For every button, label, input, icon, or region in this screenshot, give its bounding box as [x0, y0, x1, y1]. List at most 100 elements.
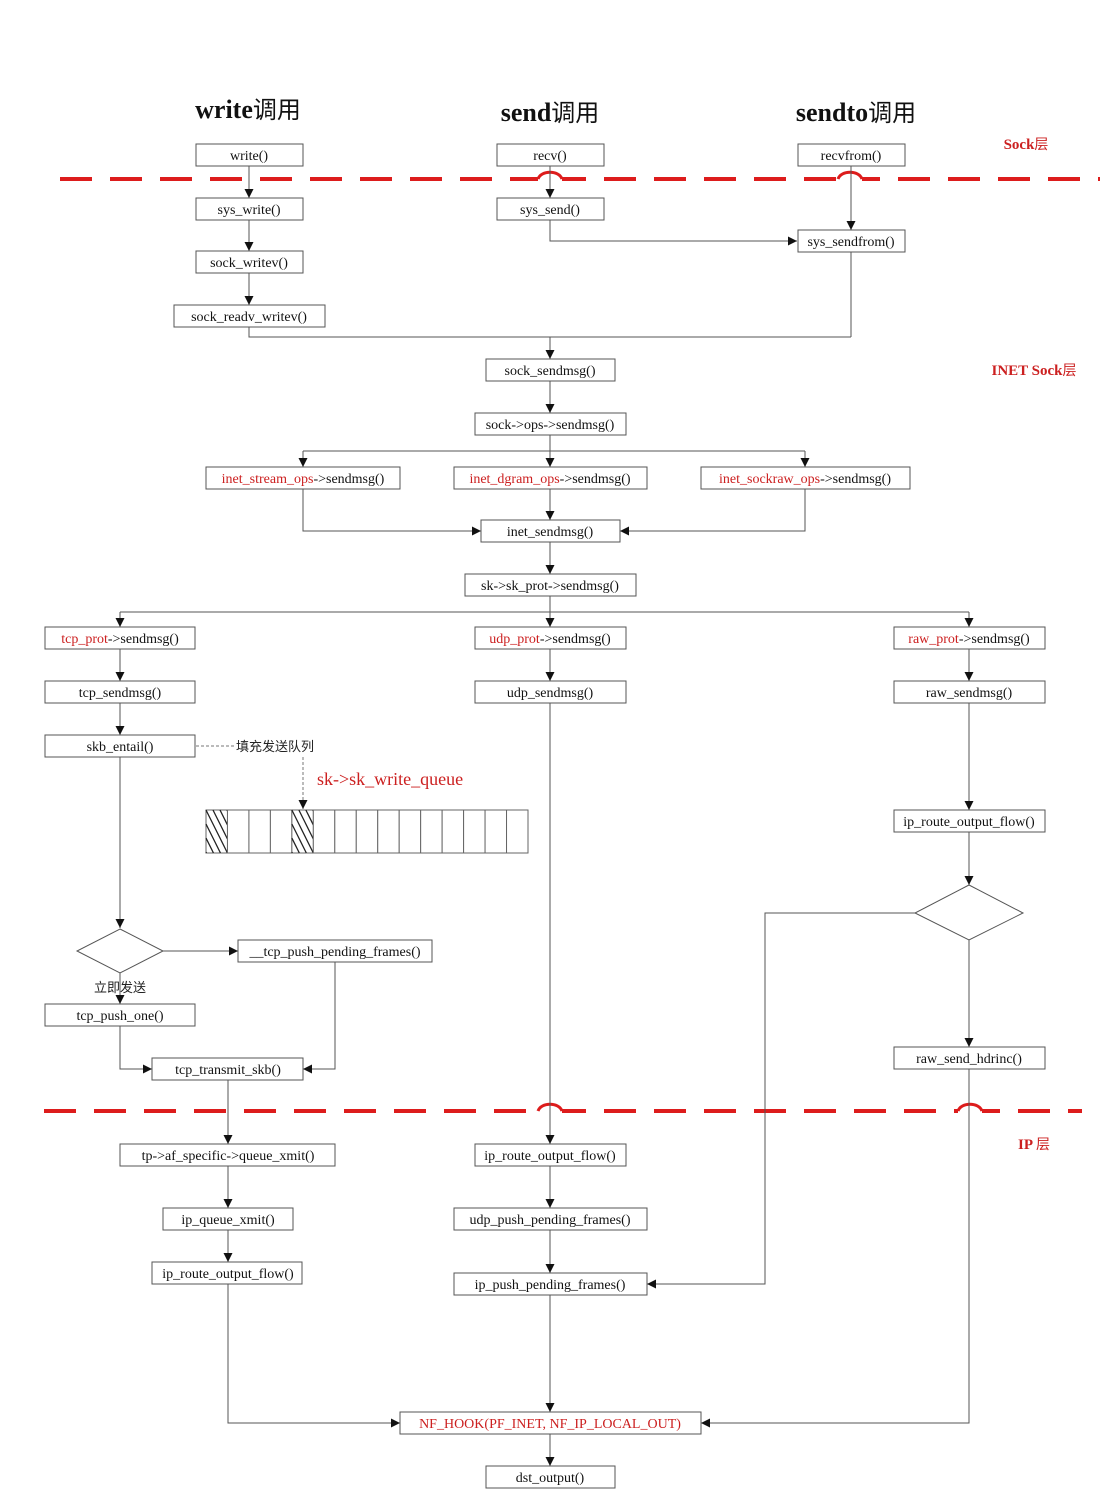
queue-cell [420, 809, 443, 854]
node-sock-ops-sendmsg-label: sock->ops->sendmsg() [486, 418, 615, 433]
node-tcp-sendmsg [44, 680, 196, 704]
queue-cell-hatch [291, 809, 314, 854]
node-sock-writev-label: sock_writev() [210, 256, 288, 271]
node-tcp-push-one-label: tcp_push_one() [76, 1009, 163, 1024]
node-udp-prot-sendmsg-label: udp_prot->sendmsg() [489, 632, 611, 647]
node-inet-dgram-ops-sendmsg-label: inet_dgram_ops->sendmsg() [469, 472, 630, 487]
layer-label-ip: IP 层 [1018, 1137, 1050, 1153]
node-ip-route-output-flow-udp [474, 1143, 627, 1167]
node-udp-push-pending-frames [453, 1207, 648, 1231]
node-sk-prot-sendmsg [464, 573, 637, 597]
node-ip-queue-xmit [162, 1207, 294, 1231]
node-skb-entail-label: skb_entail() [87, 740, 154, 755]
node-raw-send-hdrinc-label: raw_send_hdrinc() [916, 1052, 1022, 1067]
queue-cell [334, 809, 357, 854]
node-inet-stream-ops-sendmsg-label: inet_stream_ops->sendmsg() [222, 472, 385, 487]
node-sys-send-label: sys_send() [520, 203, 580, 218]
node-sock-readv-writev [173, 304, 326, 328]
node-raw-sendmsg [893, 680, 1046, 704]
node-af-specific-queue-xmit-label: tp->af_specific->queue_xmit() [142, 1149, 315, 1164]
node-recv-label: recv() [533, 149, 567, 164]
decision-diamond-tcp [75, 928, 165, 974]
node-tcp-push-one [44, 1003, 196, 1027]
queue-cell-hatch [305, 809, 314, 826]
node-write-label: write() [230, 149, 268, 164]
queue-cell-hatch [219, 809, 229, 826]
node-udp-push-pending-frames-label: udp_push_pending_frames() [470, 1213, 631, 1228]
node-inet-sendmsg-label: inet_sendmsg() [507, 525, 594, 540]
queue-cell-hatch [291, 837, 300, 854]
queue-cell [398, 809, 422, 854]
node-ip-route-output-flow-tcp-label: ip_route_output_flow() [162, 1267, 294, 1282]
node-sys-sendfrom [797, 229, 906, 253]
node-recvfrom-label: recvfrom() [821, 149, 882, 164]
queue-cell-hatch [205, 823, 222, 854]
node-nf-hook-local-out [399, 1411, 702, 1435]
header-write-call: write调用 [195, 95, 301, 124]
queue-cell-hatch [298, 809, 314, 840]
queue-cell [441, 809, 465, 854]
queue-cell [269, 809, 293, 854]
queue-cell-hatch [205, 809, 229, 854]
node-inet-sockraw-ops-sendmsg-label: inet_sockraw_ops->sendmsg() [719, 472, 891, 487]
node-inet-stream-ops-sendmsg [205, 466, 401, 490]
node-ip-route-output-flow-raw [893, 809, 1046, 833]
node-udp-prot-sendmsg [474, 626, 627, 650]
node-sys-send [496, 197, 605, 221]
node-tcp-sendmsg-label: tcp_sendmsg() [79, 686, 162, 701]
node-ip-queue-xmit-label: ip_queue_xmit() [181, 1213, 275, 1228]
node-raw-send-hdrinc [893, 1046, 1046, 1070]
node-recvfrom [797, 143, 906, 167]
node-raw-sendmsg-label: raw_sendmsg() [926, 686, 1013, 701]
node-sys-write [195, 197, 304, 221]
node-recv [496, 143, 605, 167]
node-sock-ops-sendmsg [474, 412, 627, 436]
note-send-immediately: 立即发送 [94, 980, 146, 996]
layer-boundary-ip [44, 1102, 1082, 1113]
node-dst-output [485, 1465, 616, 1489]
queue-cell-hatch [291, 823, 307, 854]
queue-cell [248, 809, 271, 854]
node-ip-route-output-flow-raw-label: ip_route_output_flow() [903, 815, 1035, 830]
node-tcp-transmit-skb [151, 1057, 304, 1081]
node-write [195, 143, 304, 167]
node-ip-push-pending-frames [453, 1272, 648, 1296]
node-tcp-prot-sendmsg [44, 626, 196, 650]
node-ip-route-output-flow-udp-label: ip_route_output_flow() [484, 1149, 616, 1164]
queue-cell [226, 809, 250, 854]
node-sock-sendmsg-label: sock_sendmsg() [505, 364, 596, 379]
queue-cell [355, 809, 379, 854]
node-sys-write-label: sys_write() [218, 203, 281, 218]
node-skb-entail [44, 734, 196, 758]
node-inet-dgram-ops-sendmsg [453, 466, 648, 490]
header-send-call: send调用 [501, 98, 600, 127]
node-ip-route-output-flow-tcp [151, 1261, 303, 1285]
node-raw-prot-sendmsg-label: raw_prot->sendmsg() [908, 632, 1030, 647]
node-sock-writev [195, 250, 304, 274]
node-sock-sendmsg [485, 358, 616, 382]
node-sock-readv-writev-label: sock_readv_writev() [191, 310, 307, 325]
queue-cell [484, 809, 508, 854]
flow-connectors [115, 166, 974, 1466]
queue-cell [377, 809, 400, 854]
label-sk-write-queue: sk->sk_write_queue [317, 769, 463, 789]
layer-boundary-sock [60, 170, 1100, 181]
node-af-specific-queue-xmit [119, 1143, 336, 1167]
queue-cell [312, 809, 336, 854]
queue-cell-hatch [212, 809, 229, 840]
node-udp-sendmsg-label: udp_sendmsg() [507, 686, 594, 701]
layer-label-inet-sock: INET Sock层 [991, 363, 1076, 379]
node-tcp-prot-sendmsg-label: tcp_prot->sendmsg() [61, 632, 179, 647]
node-ip-push-pending-frames-label: ip_push_pending_frames() [475, 1278, 626, 1293]
node-tcp-transmit-skb-label: tcp_transmit_skb() [175, 1063, 281, 1078]
node-raw-prot-sendmsg [893, 626, 1046, 650]
node-tcp-push-pending-frames [237, 939, 433, 963]
queue-cell-hatch [205, 837, 215, 854]
layer-label-sock: Sock层 [1004, 137, 1049, 153]
node-sk-prot-sendmsg-label: sk->sk_prot->sendmsg() [481, 579, 619, 594]
header-sendto-call: sendto调用 [796, 98, 916, 127]
node-inet-sendmsg [480, 519, 621, 543]
node-udp-sendmsg [474, 680, 627, 704]
note-fill-send-queue: 填充发送队列 [236, 739, 314, 755]
